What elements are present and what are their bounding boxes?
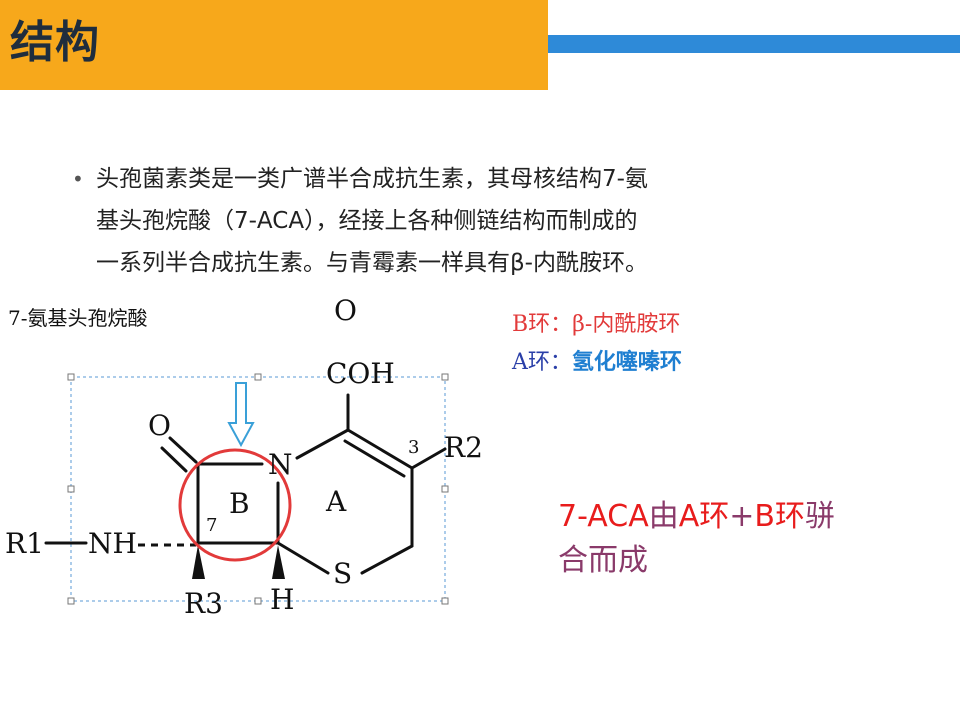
atom-nh: NH — [88, 527, 137, 560]
legend-a-ring: A环：氢化噻嗪环 — [512, 344, 682, 376]
summary-7aca: 7-ACA — [558, 499, 649, 534]
bullet-line-2: 基头孢烷酸（7-ACA），经接上各种侧链结构而制成的 — [96, 208, 638, 234]
summary-a-ring: A环 — [678, 499, 730, 534]
atom-num-7: 7 — [206, 515, 217, 536]
summary-b-ring: B环 — [754, 499, 805, 534]
wedge-bond-r3 — [192, 545, 205, 579]
selection-box — [70, 376, 446, 602]
bonds — [44, 393, 447, 575]
slide-title: 结构 — [10, 17, 100, 68]
ring-label-a: A — [325, 485, 347, 518]
legend-b-label: B环： — [512, 312, 573, 337]
atom-r2: R2 — [444, 431, 483, 464]
accent-line — [548, 35, 960, 53]
summary-you: 由 — [648, 499, 679, 534]
summary-plus: + — [729, 499, 755, 534]
summary-line-2: 合而成 — [558, 543, 648, 578]
down-arrow-icon — [227, 382, 255, 448]
legend-a-label: A环： — [512, 350, 572, 375]
b-ring-highlight — [178, 448, 292, 562]
structure-caption: 7-氨基头孢烷酸 — [8, 306, 148, 330]
atom-o-top: O — [334, 294, 357, 327]
bullet-dot: • — [72, 167, 84, 191]
atom-n: N — [268, 448, 293, 481]
atom-r3: R3 — [184, 587, 223, 620]
atom-labels: O COH O N 3 R2 B A 7 R1 NH S R3 H — [5, 294, 483, 620]
atom-s: S — [333, 557, 352, 590]
selection-handles — [67, 373, 449, 605]
atom-num-3: 3 — [408, 437, 419, 458]
legend-a-value: 氢化噻嗪环 — [571, 349, 682, 375]
bullet-line-3: 一系列半合成抗生素。与青霉素一样具有β-内酰胺环。 — [96, 250, 648, 276]
atom-o-left: O — [148, 409, 171, 442]
summary-text: 7-ACA由A环+B环骈 合而成 — [558, 495, 918, 583]
ring-label-b: B — [229, 487, 250, 520]
title-bar — [0, 0, 548, 90]
structure-diagram: O COH O N 3 R2 B A 7 R1 NH S R3 H — [5, 294, 483, 620]
atom-h: H — [270, 583, 294, 616]
legend-b-ring: B环：β-内酰胺环 — [512, 306, 680, 338]
legend-b-value: β-内酰胺环 — [572, 312, 681, 337]
atom-coh: COH — [326, 357, 395, 390]
wedge-bond-h — [272, 545, 285, 579]
summary-pian: 骈 — [804, 499, 835, 534]
bullet-lines: 头孢菌素类是一类广谱半合成抗生素，其母核结构7-氨 基头孢烷酸（7-ACA），经… — [96, 158, 896, 284]
bullet-line-1: 头孢菌素类是一类广谱半合成抗生素，其母核结构7-氨 — [96, 166, 648, 192]
atom-r1: R1 — [5, 527, 44, 560]
summary-line-1: 7-ACA由A环+B环骈 — [558, 495, 918, 539]
